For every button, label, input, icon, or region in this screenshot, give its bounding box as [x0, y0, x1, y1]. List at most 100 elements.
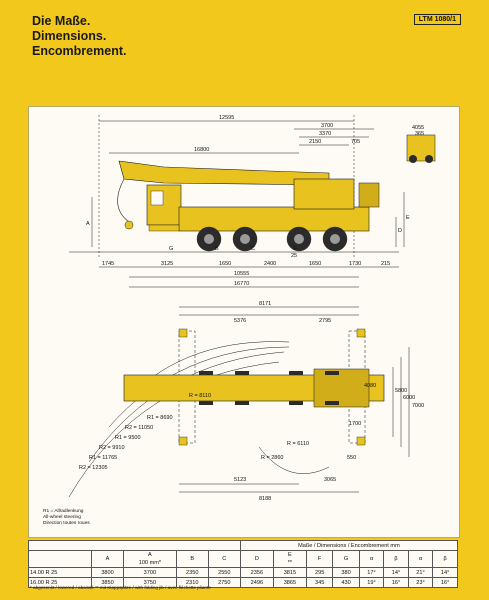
radius-label: R1 = 9500	[115, 435, 141, 441]
outrigger-pad	[178, 328, 188, 338]
dim-label-5376: 5376	[234, 318, 246, 324]
front-outrigger	[148, 224, 180, 232]
wheel-top-1	[199, 371, 213, 375]
dimension-drawing: 12595 3700 3370 2150 705 16800 4055 365 …	[43, 115, 436, 526]
dim-label-1745: 1745	[102, 261, 114, 267]
dim-letter-b: B	[215, 246, 219, 252]
dim-label-2150: 2150	[309, 139, 321, 145]
dim-label-1730: 1730	[349, 261, 361, 267]
dim-label-5800: 5800	[395, 388, 407, 394]
table-footnote: * abgesenkt / lowered / abaissé ** mit K…	[30, 585, 211, 590]
title-german: Die Maße.	[32, 14, 91, 28]
table-col-header: E**	[272, 550, 307, 568]
dim-label-5123: 5123	[234, 477, 246, 483]
wheel-bottom-3	[289, 401, 303, 405]
radius-label: R = 6110	[287, 441, 309, 447]
outrigger-pad	[178, 436, 188, 446]
table-col-header: G	[332, 550, 360, 568]
dim-letter-a: A	[86, 221, 90, 227]
dim-label-8188: 8188	[259, 496, 271, 502]
dim-letter-c: C	[251, 246, 255, 252]
drawing-sheet: 12595 3700 3370 2150 705 16800 4055 365 …	[28, 106, 460, 538]
table-col-header: β	[383, 550, 409, 568]
turning-arc-4	[68, 361, 280, 498]
dim-label-215: 215	[381, 261, 390, 267]
dim-label-550: 550	[347, 455, 356, 461]
radius-label: R1 = 11765	[89, 455, 117, 461]
counterweight	[358, 182, 380, 208]
table-col-header: A	[91, 550, 125, 568]
radius-label: R = 8110	[189, 393, 211, 399]
dim-label-4080: 4080	[364, 383, 376, 389]
dim-letter-d: D	[398, 228, 402, 234]
turntable-plan	[313, 368, 370, 408]
table-col-header	[27, 550, 93, 568]
wheel-top-3	[289, 371, 303, 375]
wheel-bottom-2	[235, 401, 249, 405]
table-row: 14.00 R 25 3800 3700 2350 2550 2356 3815…	[27, 567, 458, 578]
legend-line: R1 = Allradlenkung	[43, 508, 84, 514]
dim-label-25: 25	[291, 253, 297, 259]
table-col-header: α	[358, 550, 385, 568]
wheel-top-2	[235, 371, 249, 375]
outrigger-pad	[356, 436, 366, 446]
dim-label-10555: 10555	[234, 271, 249, 277]
turning-arc-2	[108, 346, 290, 428]
legend-line: Direction toutes roues	[43, 520, 90, 526]
dim-label-8171: 8171	[259, 301, 271, 307]
table-col-header: C	[207, 550, 241, 568]
dim-label-3065: 3065	[324, 477, 336, 483]
dim-label-1650-b: 1650	[309, 261, 321, 267]
superstructure	[293, 178, 355, 210]
dim-label-365: 365	[415, 131, 424, 137]
table-col-header: B	[175, 550, 209, 568]
dim-label-16800: 16800	[194, 147, 209, 153]
table-col-header: F	[305, 550, 334, 568]
front-wheel-left	[409, 155, 417, 163]
hook-block	[124, 220, 134, 230]
page-title: Die Maße. Dimensions. Encombrement.	[32, 14, 126, 59]
table-row: 16.00 R 25 3850 3750 2310 2750 2496 3865…	[27, 577, 458, 588]
radius-label: R = 2860	[261, 455, 283, 461]
dim-label-3125: 3125	[161, 261, 173, 267]
radius-label: R2 = 9910	[99, 445, 125, 451]
wheel-bottom-1	[199, 401, 213, 405]
dim-label-3370: 3370	[319, 131, 331, 137]
table-col-header: α	[407, 550, 434, 568]
outrigger-pad	[356, 328, 366, 338]
dim-label-1700: 1700	[349, 421, 361, 427]
dim-label-6000: 6000	[403, 395, 415, 401]
table-header-title: Maße / Dimensions / Encombrement mm	[239, 540, 459, 551]
dim-label-1650-a: 1650	[219, 261, 231, 267]
dim-label-705: 705	[351, 139, 360, 145]
table-col-header: D	[239, 550, 274, 568]
title-french: Encombrement.	[32, 44, 127, 58]
dim-label-12595: 12595	[219, 115, 234, 121]
legend-line: All-wheel steering	[43, 514, 81, 520]
dim-letter-g: G	[169, 246, 173, 252]
dim-label-16770: 16770	[234, 281, 249, 287]
dim-letter-f: F	[294, 246, 298, 252]
dim-letter-e: E	[406, 215, 410, 221]
hook-cable	[117, 178, 130, 223]
wheel-bottom-4	[325, 401, 339, 405]
radius-label: R2 = 11050	[125, 425, 153, 431]
model-badge: LTM 1080/1	[413, 14, 461, 25]
dim-label-2400: 2400	[264, 261, 276, 267]
cab-window	[150, 190, 164, 206]
dim-label-3700: 3700	[321, 123, 333, 129]
dim-label-2795: 2795	[319, 318, 331, 324]
front-wheel-right	[425, 155, 433, 163]
crane-plan-view	[123, 328, 385, 446]
table-col-header: β	[432, 550, 458, 568]
radius-label: R2 = 12305	[79, 465, 108, 471]
crane-side-view	[117, 160, 380, 252]
radius-label: R1 = 8690	[147, 415, 173, 421]
front-end-view	[406, 134, 436, 163]
dim-label-7000: 7000	[412, 403, 424, 409]
title-english: Dimensions.	[32, 29, 107, 43]
dim-label-4055: 4055	[412, 125, 424, 131]
